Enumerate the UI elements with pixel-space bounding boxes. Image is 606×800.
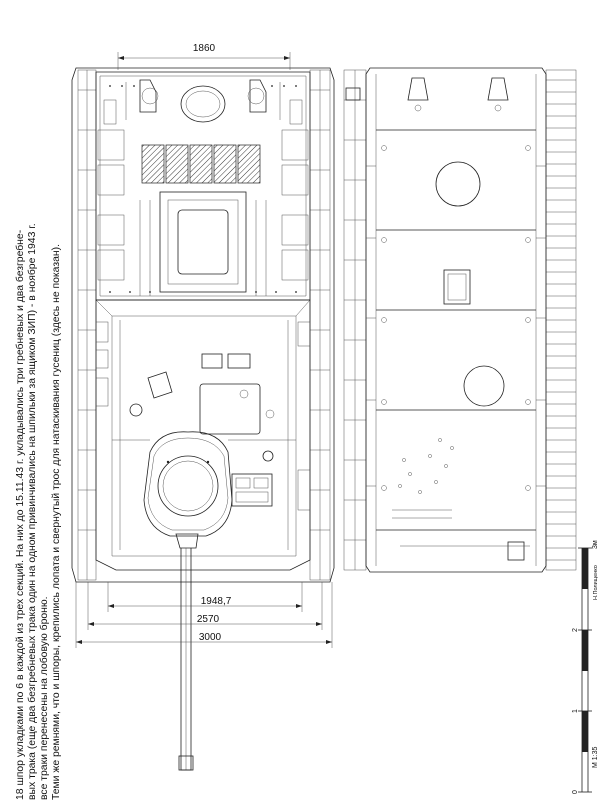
note-line-3: все траки перенесены на лобовую броню. (38, 596, 50, 800)
drain-plugs (398, 438, 454, 494)
scale-unit-label: 3м (592, 540, 599, 549)
front-hull (95, 299, 311, 571)
dim-top-width (117, 52, 291, 70)
right-box-2 (297, 469, 311, 511)
left-box-2 (95, 349, 109, 369)
note-line-1: 18 шпор укладками по 6 в каждой из трех … (14, 230, 26, 800)
dim-bottom (75, 582, 333, 648)
hull-outline (71, 67, 335, 583)
engine-access-hatch (139, 191, 267, 296)
top-view (71, 67, 335, 771)
gun-barrel (175, 533, 199, 771)
hull-hatch (199, 383, 261, 435)
left-box-1 (95, 321, 109, 343)
scale-bar: 3м 2 1 0 Н.Полищенко М 1:35 (572, 540, 599, 794)
bottom-view (343, 67, 577, 573)
commander-cupola (157, 455, 219, 517)
scale-tick-1: 1 (572, 709, 579, 713)
front-fitting (507, 541, 525, 561)
dim-track-center-label: 2570 (197, 614, 220, 625)
dim-turret-ring-label: 1948,7 (201, 596, 232, 607)
right-stowage (281, 99, 309, 281)
right-box-1 (297, 321, 311, 347)
turret-box (231, 473, 273, 507)
dim-overall-width-label: 3000 (199, 632, 222, 643)
bottom-hatch (443, 269, 471, 305)
right-track (309, 69, 331, 581)
engine-grilles (141, 144, 261, 184)
hull-floor (365, 67, 547, 573)
fitting-a (201, 353, 223, 369)
fitting-b (227, 353, 251, 369)
scale-tick-0: 0 (572, 790, 579, 794)
fitting-d (129, 403, 143, 417)
left-stowage (97, 99, 125, 281)
engine-deck (95, 71, 311, 301)
dim-top-width-label: 1860 (193, 43, 216, 54)
suspension-brackets (366, 145, 546, 491)
fitting-c (147, 371, 173, 399)
left-track (77, 69, 97, 581)
engine-rivets (109, 85, 297, 293)
bottom-plate-front (463, 365, 505, 407)
rear-hatches (125, 79, 281, 123)
bottom-right-track (545, 69, 577, 571)
notes-block: 18 шпор укладками по 6 в каждой из трех … (14, 223, 62, 800)
turret (143, 431, 274, 537)
note-line-4: Теми же ремнями, что и шпоры, крепились … (51, 244, 62, 800)
note-line-2: вых трака (еще два безгребневых трака од… (26, 223, 38, 800)
scale-tick-2: 2 (572, 628, 579, 632)
scale-ratio: М 1:35 (592, 746, 599, 768)
bottom-plate-rear (435, 161, 481, 207)
left-box-3 (95, 377, 109, 407)
bottom-left-track (343, 69, 367, 571)
scale-author: Н.Полищенко (593, 565, 599, 600)
